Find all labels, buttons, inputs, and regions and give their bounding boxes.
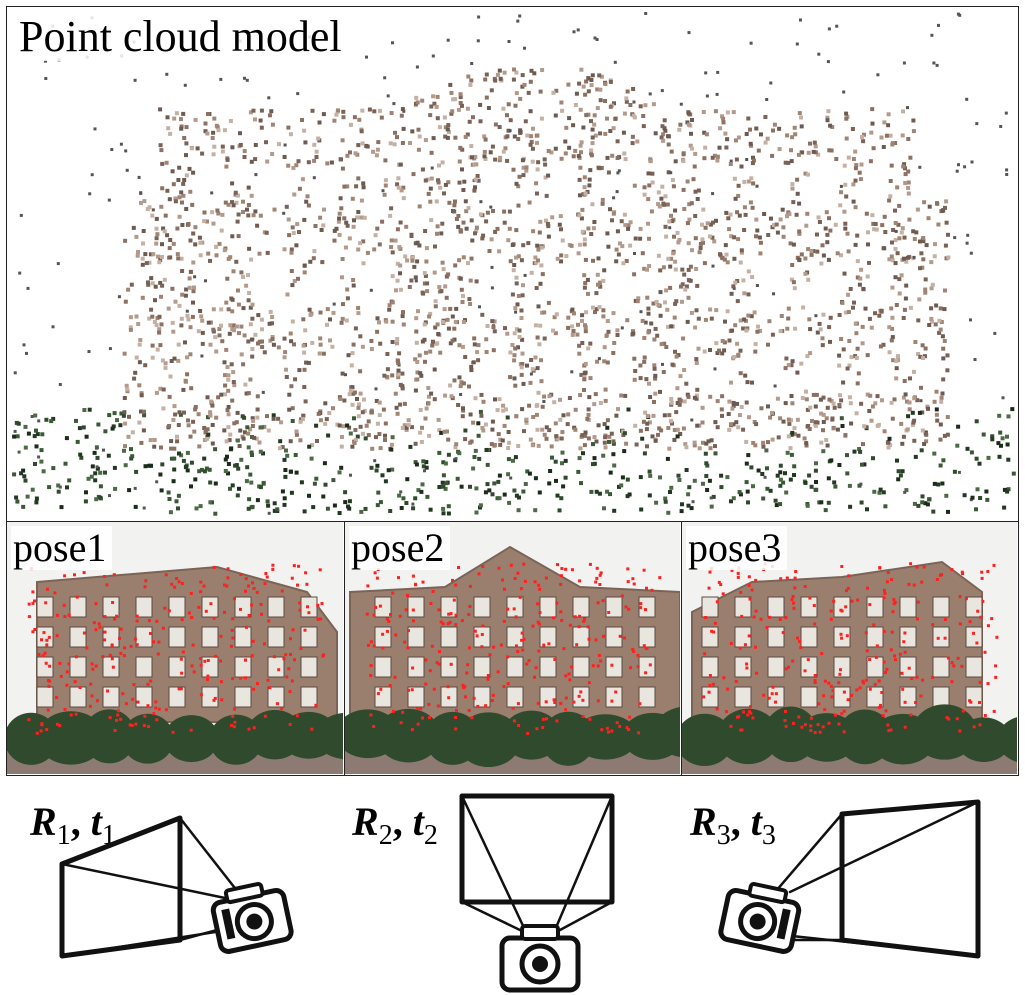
camera2-frustum: [459, 793, 615, 932]
camera1-icon: [210, 881, 294, 954]
point-cloud-panel: Point cloud model: [6, 6, 1019, 522]
pose2-label: pose2: [349, 526, 451, 570]
point-cloud-label: Point cloud model: [17, 12, 348, 62]
camera2-icon: [499, 924, 581, 993]
translation-symbol: t: [412, 799, 424, 844]
translation-symbol: t: [90, 799, 102, 844]
building-scene: [682, 522, 1017, 774]
rotation-subscript: 3: [716, 820, 731, 851]
pose1-label: pose1: [11, 526, 113, 570]
camera-frustums: [59, 793, 981, 993]
pose3-building-image: [682, 522, 1017, 774]
feature-points: [702, 562, 999, 734]
camera3-icon: [718, 881, 802, 954]
translation-symbol: t: [750, 799, 762, 844]
camera3-frustum: [768, 799, 981, 959]
rotation-symbol: R: [352, 799, 379, 844]
camera1-frustum: [59, 815, 240, 959]
pose1-building-image: [7, 522, 343, 774]
rotation-symbol: R: [690, 799, 717, 844]
rotation-subscript: 1: [56, 820, 71, 851]
rotation-symbol: R: [30, 799, 57, 844]
pose3-label: pose3: [686, 526, 788, 570]
camera2-pose-label: R2, t2: [352, 799, 438, 851]
pose3-photo: pose3: [681, 521, 1019, 776]
point-cloud-dots: [12, 12, 1016, 516]
building-scene: [7, 522, 343, 774]
feature-points: [27, 563, 326, 735]
camera3-pose-label: R3, t3: [690, 799, 776, 851]
pose2-photo: pose2: [344, 521, 682, 776]
translation-subscript: 3: [761, 820, 776, 851]
pose1-photo: pose1: [6, 521, 345, 776]
translation-subscript: 2: [423, 820, 438, 851]
point-cloud-render: [12, 12, 1016, 516]
rotation-subscript: 2: [378, 820, 393, 851]
feature-points: [365, 562, 662, 735]
